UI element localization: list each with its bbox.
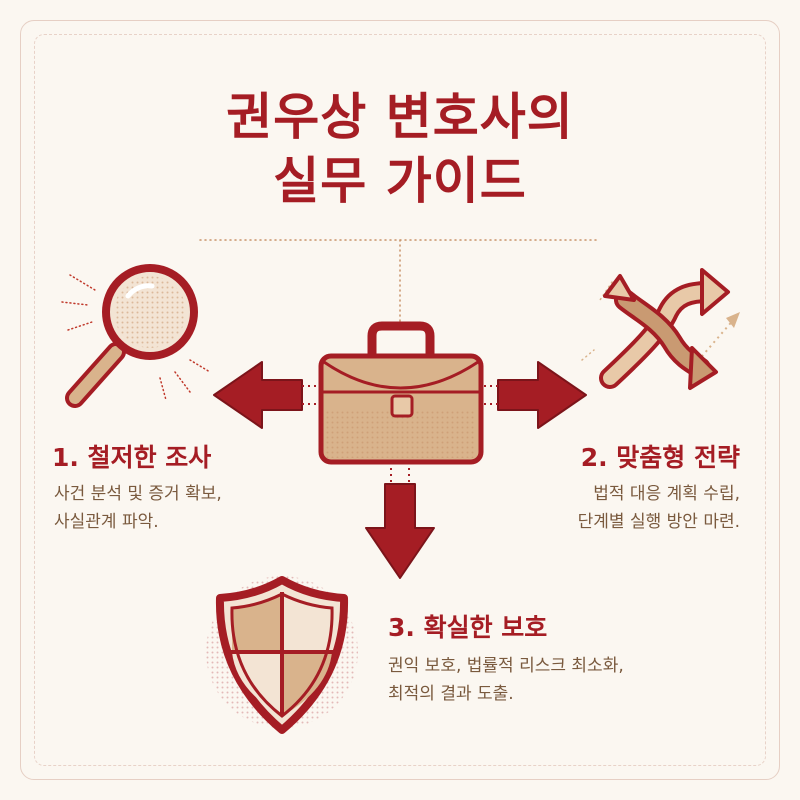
connector-lines bbox=[199, 239, 601, 323]
arrow-left-icon bbox=[213, 361, 318, 429]
step1-description: 사건 분석 및 증거 확보, 사실관계 파악. bbox=[54, 480, 222, 536]
magnifying-glass-icon bbox=[61, 264, 211, 408]
step3-heading: 3. 확실한 보호 bbox=[388, 613, 548, 642]
outer-border bbox=[20, 20, 780, 780]
step2-heading: 2. 맞춤형 전략 bbox=[580, 443, 740, 472]
step1-heading: 1. 철저한 조사 bbox=[52, 443, 212, 472]
step1-desc-line2: 사실관계 파악. bbox=[54, 512, 159, 532]
step2-description: 법적 대응 계획 수립, 단계별 실행 방안 마련. bbox=[578, 480, 740, 536]
page-title-line2: 실무 가이드 bbox=[273, 152, 527, 210]
arrow-down-icon bbox=[365, 468, 435, 579]
step2-desc-line2: 단계별 실행 방안 마련. bbox=[577, 512, 740, 532]
inner-dashed-border bbox=[34, 34, 766, 766]
step3-desc-line1: 권익 보호, 법률적 리스크 최소화, bbox=[388, 656, 624, 676]
step3-desc-line2: 최적의 결과 도출. bbox=[388, 684, 514, 704]
briefcase-icon bbox=[318, 321, 484, 465]
step1-desc-line1: 사건 분석 및 증거 확보, bbox=[54, 484, 222, 504]
crossing-arrows-icon bbox=[581, 268, 740, 390]
step3-description: 권익 보호, 법률적 리스크 최소화, 최적의 결과 도출. bbox=[388, 652, 624, 708]
arrow-right-icon bbox=[484, 361, 587, 429]
shield-icon bbox=[206, 576, 358, 734]
step2-desc-line1: 법적 대응 계획 수립, bbox=[593, 484, 740, 504]
page-title-line1: 권우상 변호사의 bbox=[226, 88, 574, 146]
